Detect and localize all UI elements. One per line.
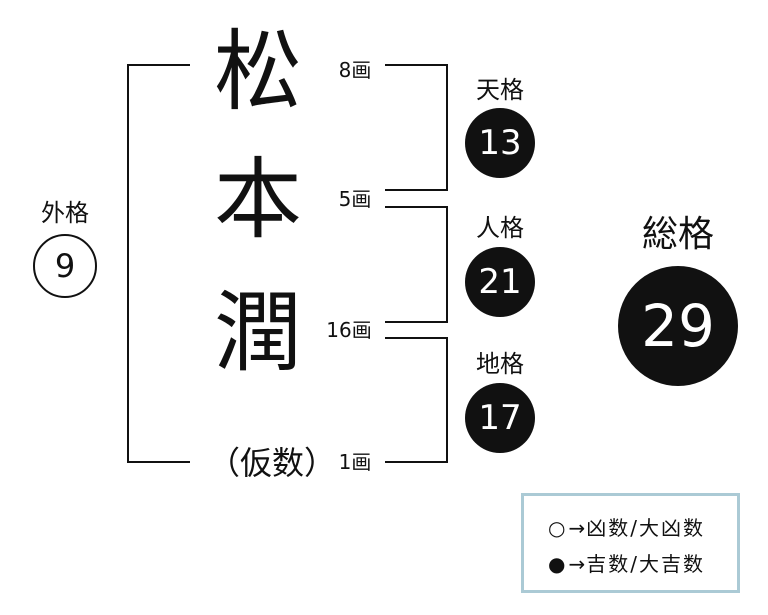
tenkaku-label: 天格 [476,76,524,104]
chikaku-circle: 17 [465,383,535,453]
name-char-3: 潤 [213,281,303,384]
stroke-count-placeholder: 1画 [338,450,372,474]
gaikaku-label: 外格 [41,199,89,227]
legend-row-bad: ○→凶数/大凶数 [548,516,705,540]
stroke-count-2: 5画 [338,187,372,211]
name-char-placeholder: （仮数） [207,444,337,482]
legend-arrow: → [568,552,586,576]
jinkaku-label: 人格 [476,214,524,242]
tenkaku-bracket [385,64,448,191]
gaikaku-value: 9 [54,247,76,285]
chikaku-label: 地格 [476,350,524,378]
legend-text-bad: 凶数/大凶数 [586,516,705,540]
soukaku-value: 29 [641,292,715,360]
soukaku-circle: 29 [618,266,738,386]
legend-text-good: 吉数/大吉数 [586,552,705,576]
stroke-count-3: 16画 [326,318,372,342]
chikaku-bracket [385,337,448,463]
legend-box: ○→凶数/大凶数 ●→吉数/大吉数 [521,493,740,593]
name-char-1: 松 [213,20,303,123]
jinkaku-circle: 21 [465,247,535,317]
name-char-2: 本 [213,148,303,251]
legend-symbol-white-circle: ○ [548,516,568,540]
soukaku-label: 総格 [641,214,715,255]
tenkaku-value: 13 [478,123,522,163]
legend-symbol-black-circle: ● [548,552,568,576]
jinkaku-bracket [385,206,448,323]
stroke-count-1: 8画 [338,58,372,82]
gaikaku-circle: 9 [33,234,97,298]
tenkaku-circle: 13 [465,108,535,178]
jinkaku-value: 21 [478,262,522,302]
legend-row-good: ●→吉数/大吉数 [548,552,705,576]
chikaku-value: 17 [478,398,522,438]
gaikaku-bracket [127,64,190,463]
legend-arrow: → [568,516,586,540]
